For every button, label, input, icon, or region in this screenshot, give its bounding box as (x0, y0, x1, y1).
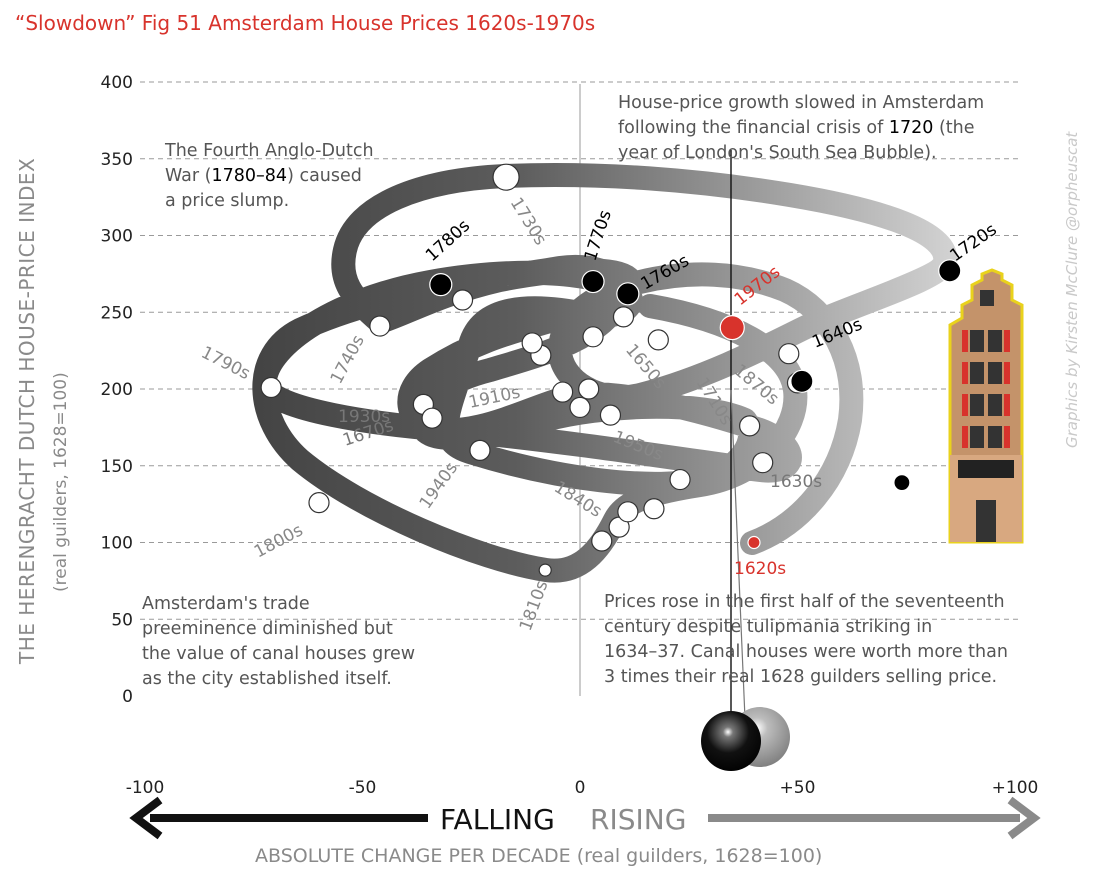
decade-label-1780s: 1780s (422, 216, 474, 266)
data-point (643, 498, 665, 520)
chart-title: “Slowdown” Fig 51 Amsterdam House Prices… (15, 11, 595, 35)
y-tick-label: 350 (101, 150, 133, 170)
x-tick-label: +50 (780, 778, 816, 798)
data-point-1640s (790, 369, 814, 393)
decade-label-1940s: 1940s (416, 459, 462, 513)
data-point (521, 332, 543, 354)
data-point-1780s (429, 273, 453, 297)
right-arrow-icon (708, 796, 1041, 840)
decade-label-1620s: 1620s (734, 559, 786, 579)
y-tick-label: 200 (101, 380, 133, 400)
svg-text:House-price growth slowed in A: House-price growth slowed in Amsterdam (618, 93, 984, 113)
svg-text:century despite tulipmania str: century despite tulipmania striking in (604, 617, 932, 637)
data-point (752, 452, 774, 474)
svg-text:preeminence diminished but: preeminence diminished but (142, 619, 393, 639)
decade-label-1930s: 1930s (338, 407, 390, 427)
svg-text:a price slump.: a price slump. (165, 191, 289, 211)
note-trade-preeminence: Amsterdam's trade preeminence diminished… (142, 594, 415, 689)
svg-text:1634–37. Canal houses were wor: 1634–37. Canal houses were worth more th… (604, 642, 1008, 662)
y-axis-ticks: 0 50 100 150 200 250 300 350 400 (101, 73, 133, 707)
x-tick-label: 0 (575, 778, 586, 798)
data-point (582, 326, 604, 348)
data-point (591, 530, 613, 552)
data-point (569, 396, 591, 419)
data-point (647, 329, 669, 351)
y-axis-label: THE HERENGRACHT DUTCH HOUSE-PRICE INDEX (15, 158, 39, 665)
pendulum-string-gray (730, 389, 747, 743)
svg-text:3 times their real 1628 guilde: 3 times their real 1628 guilders selling… (604, 667, 997, 687)
y-tick-label: 300 (101, 227, 133, 247)
y-tick-label: 400 (101, 73, 133, 93)
data-point (469, 439, 491, 461)
data-point (778, 343, 800, 365)
x-tick-label: -50 (349, 778, 377, 798)
data-point (739, 415, 761, 437)
data-point (492, 163, 520, 191)
data-point (308, 491, 330, 514)
x-tick-label: +100 (992, 778, 1039, 798)
decade-label-1790s: 1790s (198, 343, 254, 385)
data-point (669, 468, 691, 491)
data-point-1720s (938, 259, 962, 283)
svg-text:year of London's South Sea Bub: year of London's South Sea Bubble). (618, 143, 937, 163)
data-point-1970s (719, 315, 745, 341)
data-point (578, 378, 600, 400)
x-tick-label: -100 (126, 778, 165, 798)
y-tick-label: 0 (122, 687, 133, 707)
data-points (260, 163, 962, 577)
data-point (369, 315, 391, 337)
y-axis-sublabel: (real guilders, 1628=100) (51, 372, 71, 592)
left-arrow-icon (129, 796, 428, 840)
data-point (421, 407, 443, 429)
credit: Graphics by Kirsten McClure @orpheuscat (1063, 131, 1081, 448)
y-tick-label: 100 (101, 534, 133, 554)
data-point (451, 289, 474, 311)
svg-text:following the financial crisis: following the financial crisis of 1720 (… (618, 118, 975, 138)
decade-label-1630s: 1630s (770, 472, 822, 492)
x-axis-ticks: -100 -50 0 +50 +100 (126, 778, 1039, 798)
svg-text:Prices rose in the first half: Prices rose in the first half of the sev… (604, 592, 1005, 612)
rising-label: RISING (590, 803, 686, 836)
data-point (612, 306, 635, 328)
data-point (538, 563, 552, 577)
note-financial-crisis: House-price growth slowed in Amsterdam f… (618, 93, 984, 163)
data-point-1770s (581, 269, 605, 294)
svg-text:the value of canal houses grew: the value of canal houses grew (142, 644, 415, 664)
y-tick-label: 50 (111, 610, 133, 630)
decade-label-1810s: 1810s (516, 578, 553, 634)
y-tick-label: 150 (101, 457, 133, 477)
svg-text:War (1780–84) caused: War (1780–84) caused (165, 166, 362, 186)
data-point (617, 501, 639, 523)
svg-text:The Fourth Anglo-Dutch: The Fourth Anglo-Dutch (164, 141, 374, 161)
data-point-1760s (616, 282, 640, 306)
decade-label-1720s: 1720s (946, 220, 1000, 266)
decade-label-1730s: 1730s (506, 194, 551, 249)
falling-label: FALLING (440, 803, 555, 836)
svg-text:as the city established itself: as the city established itself. (142, 669, 392, 689)
pendulum-balls-icon (701, 707, 790, 771)
data-point-1620s (747, 535, 761, 550)
svg-text:Amsterdam's trade: Amsterdam's trade (142, 594, 310, 614)
note-anglo-dutch-war: The Fourth Anglo-Dutch War (1780–84) cau… (164, 141, 374, 211)
decade-label-1800s: 1800s (251, 520, 307, 562)
data-point-1630s (893, 474, 911, 492)
note-tulipmania: Prices rose in the first half of the sev… (604, 592, 1008, 687)
x-axis-label: ABSOLUTE CHANGE PER DECADE (real guilder… (255, 845, 822, 867)
decade-label-1740s: 1740s (327, 332, 369, 388)
data-point (599, 404, 622, 426)
data-point (260, 376, 282, 399)
data-point (551, 381, 574, 403)
canal-house-icon (948, 268, 1024, 544)
y-tick-label: 250 (101, 303, 133, 323)
